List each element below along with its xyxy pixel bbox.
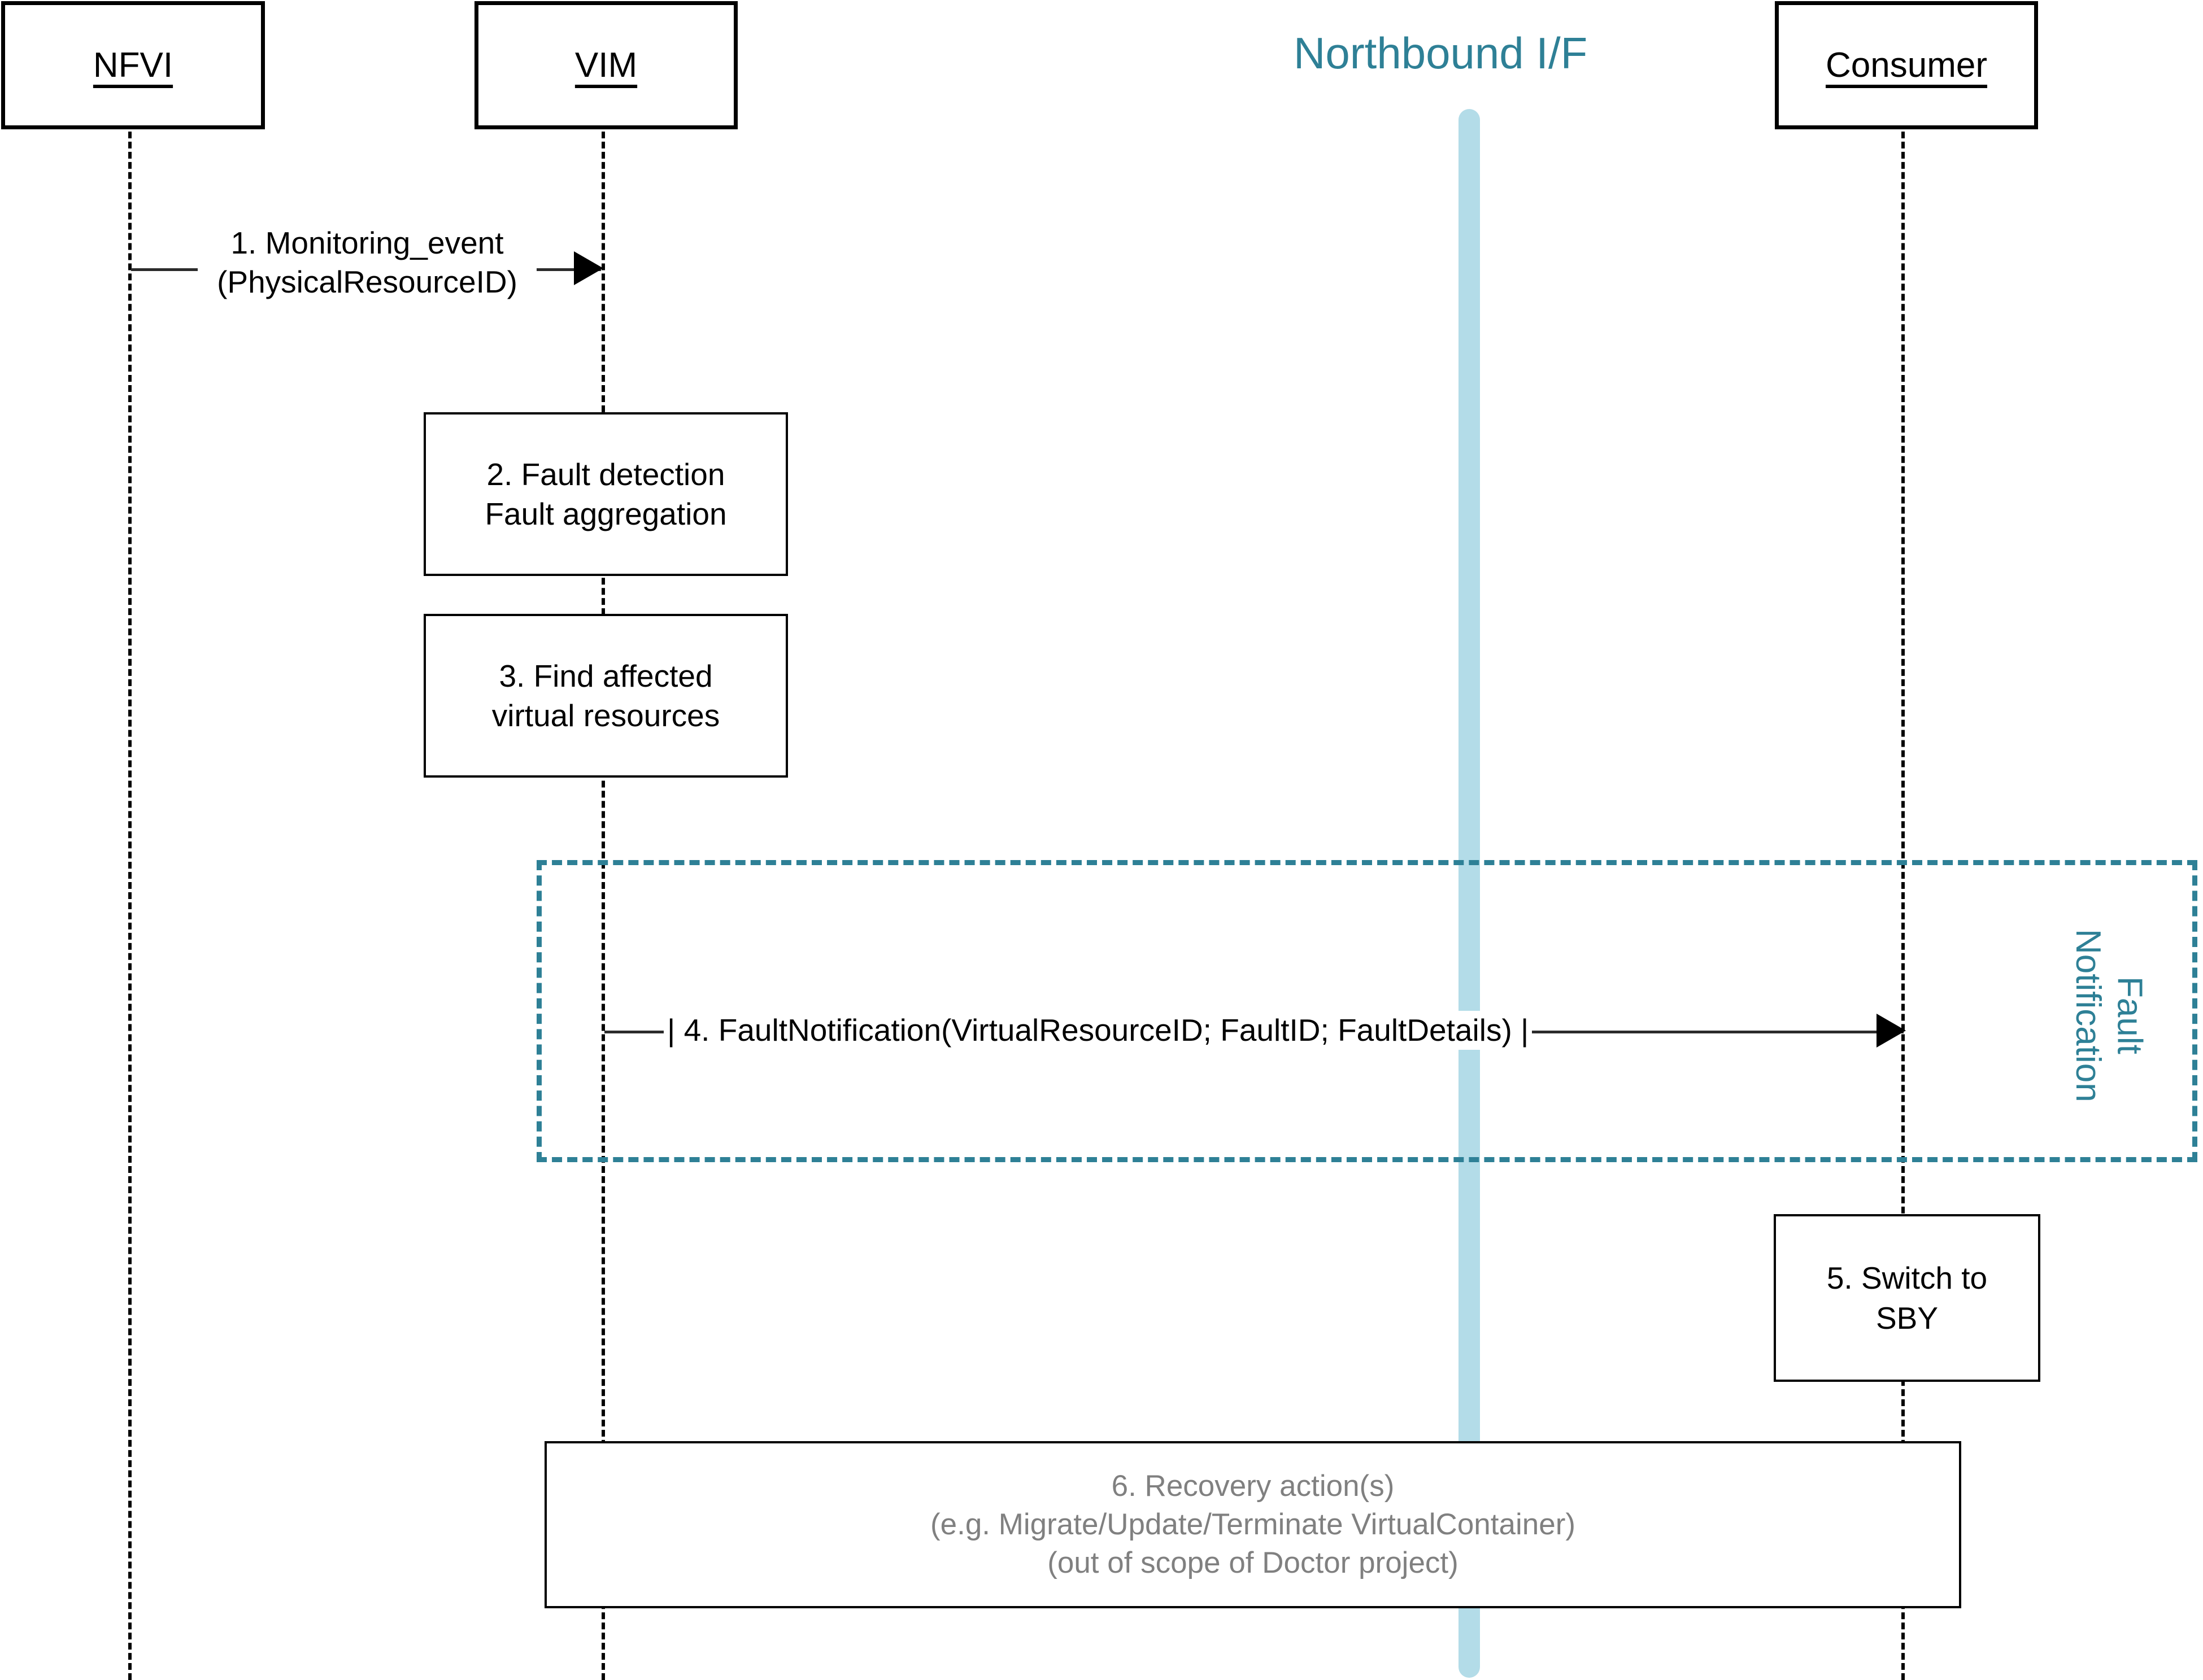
activity-2-line-2: Fault aggregation [485, 496, 727, 531]
message-1-arrowhead [574, 251, 603, 285]
lifeline-vim [602, 121, 605, 1680]
activity-3-line-2: virtual resources [491, 698, 720, 733]
message-4-arrowhead [1877, 1014, 1906, 1048]
actor-box-nfvi[interactable]: NFVI [1, 1, 265, 129]
message-1-label-line1: 1. Monitoring_event [198, 224, 537, 263]
activity-box-switch-to-sby[interactable]: 5. Switch to SBY [1774, 1214, 2040, 1382]
message-1-label: 1. Monitoring_event (PhysicalResourceID) [198, 224, 537, 302]
lifeline-consumer [1901, 121, 1905, 1680]
activity-2-line-1: 2. Fault detection [486, 456, 725, 492]
actor-label-consumer: Consumer [1826, 45, 1987, 85]
activity-5-line-1: 5. Switch to [1826, 1260, 1988, 1296]
activity-6-line-1: 6. Recovery action(s) [1111, 1469, 1395, 1503]
activity-box-recovery-actions[interactable]: 6. Recovery action(s) (e.g. Migrate/Upda… [545, 1441, 1961, 1608]
frame-label-line-fault: Fault [2110, 976, 2149, 1054]
fault-notification-frame [537, 860, 2197, 1162]
lifeline-nfvi [128, 121, 132, 1680]
activity-5-line-2: SBY [1875, 1300, 1939, 1336]
message-4-label: | 4. FaultNotification(VirtualResourceID… [664, 1011, 1532, 1050]
activity-box-find-affected-resources[interactable]: 3. Find affected virtual resources [424, 614, 788, 778]
activity-3-line-1: 3. Find affected [499, 658, 713, 693]
frame-label-line-notification: Notification [2069, 928, 2108, 1102]
actor-box-vim[interactable]: VIM [474, 1, 738, 129]
message-1-label-line2: (PhysicalResourceID) [198, 262, 537, 302]
activity-6-line-3: (out of scope of Doctor project) [1047, 1546, 1458, 1579]
fault-notification-frame-label: Fault Notification [2067, 902, 2150, 1128]
activity-box-fault-detection[interactable]: 2. Fault detection Fault aggregation [424, 412, 788, 576]
northbound-interface-bar [1458, 109, 1480, 1678]
actor-label-vim: VIM [574, 45, 638, 85]
activity-6-line-2: (e.g. Migrate/Update/Terminate VirtualCo… [930, 1508, 1575, 1542]
actor-box-consumer[interactable]: Consumer [1775, 1, 2038, 129]
northbound-interface-title: Northbound I/F [1294, 28, 1588, 78]
actor-label-nfvi: NFVI [93, 45, 173, 85]
